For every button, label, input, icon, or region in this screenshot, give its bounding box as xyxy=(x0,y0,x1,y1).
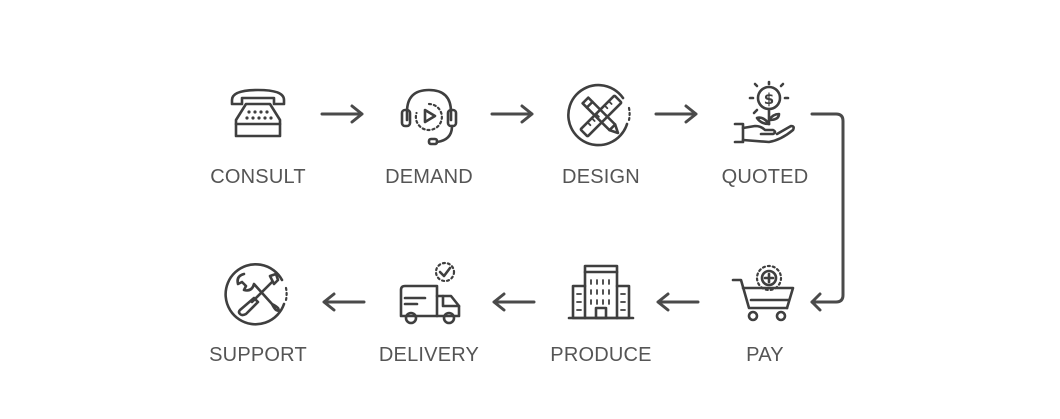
pencil-ruler-icon xyxy=(567,83,631,147)
step-label-support: SUPPORT xyxy=(209,344,307,366)
arrow-produce-to-delivery xyxy=(492,292,536,312)
step-support: SUPPORT xyxy=(193,258,323,378)
telephone-icon xyxy=(230,88,286,138)
svg-text:$: $ xyxy=(764,90,774,108)
headset-play-icon xyxy=(400,88,458,146)
step-demand: DEMAND xyxy=(364,80,494,200)
step-pay: PAY xyxy=(700,258,830,378)
delivery-truck-check-icon xyxy=(399,261,461,325)
step-label-produce: PRODUCE xyxy=(550,344,652,366)
shopping-cart-plus-icon xyxy=(731,264,795,322)
step-quoted: $ QUOTED xyxy=(700,80,830,200)
arrow-pay-to-produce xyxy=(656,292,700,312)
step-delivery: DELIVERY xyxy=(364,258,494,378)
arrow-design-to-quoted xyxy=(654,104,698,124)
wrench-screwdriver-icon xyxy=(224,262,288,326)
hand-dollar-coin-icon: $ xyxy=(733,80,795,144)
arrow-delivery-to-support xyxy=(322,292,366,312)
step-consult: CONSULT xyxy=(193,80,323,200)
arrow-consult-to-demand xyxy=(320,104,364,124)
step-produce: PRODUCE xyxy=(536,258,666,378)
step-label-quoted: QUOTED xyxy=(721,166,809,188)
step-label-demand: DEMAND xyxy=(385,166,473,188)
step-design: DESIGN xyxy=(536,80,666,200)
step-label-design: DESIGN xyxy=(562,166,640,188)
step-label-delivery: DELIVERY xyxy=(378,344,480,366)
step-label-consult: CONSULT xyxy=(210,166,306,188)
arrow-demand-to-design xyxy=(490,104,534,124)
step-label-pay: PAY xyxy=(746,344,784,366)
factory-building-icon xyxy=(567,264,635,320)
arrow-quoted-to-pay xyxy=(810,112,845,312)
